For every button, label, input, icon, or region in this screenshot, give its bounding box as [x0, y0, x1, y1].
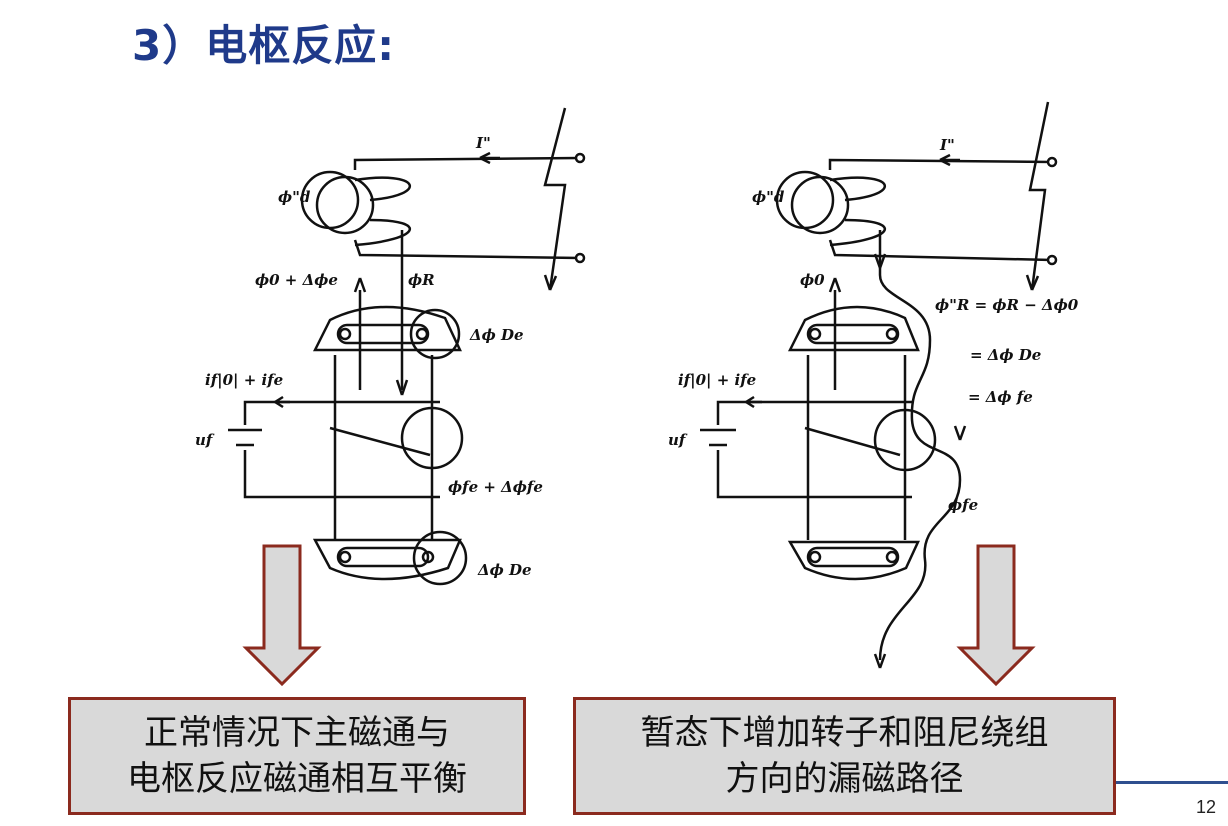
coil-loop-upper: [354, 176, 412, 202]
leakage-flux-path: [878, 230, 962, 661]
page-number: 12: [1195, 797, 1216, 817]
coil-loop-lower: [354, 218, 412, 247]
right-eq2: = Δϕ De: [970, 346, 1041, 364]
wire-bottom: [353, 239, 581, 260]
right-phi-d-label: ϕ"d: [752, 188, 785, 206]
footer-rule: [1116, 781, 1228, 784]
left-diagram: [228, 107, 586, 586]
caption-left-line-2: 电枢反应磁通相互平衡: [127, 759, 467, 799]
damper-flux-circle-upper: [409, 308, 461, 360]
left-delta-phiD-lower: Δϕ De: [477, 561, 532, 579]
right-diagram: [700, 101, 1058, 669]
field-wire-bottom: [243, 450, 440, 499]
rotor-body: [333, 355, 434, 540]
slide-title: 3）电枢反应:: [132, 21, 396, 70]
short-circuit-symbol-right: [1028, 101, 1050, 291]
field-flux-circle: [400, 406, 464, 470]
stator-winding-circle-2: [315, 175, 375, 235]
right-eq3: = Δϕ fe: [968, 388, 1033, 406]
right-phi0-label: ϕ0: [800, 271, 825, 289]
left-if-label: if|0| + ife: [205, 371, 283, 389]
caption-left-line-1: 正常情况下主磁通与: [144, 713, 450, 753]
field-wire-top: [243, 400, 440, 425]
caption-left: 正常情况下主磁通与 电枢反应磁通相互平衡: [68, 697, 526, 815]
damper-bar-upper: [336, 323, 430, 345]
caption-right: 暂态下增加转子和阻尼绕组 方向的漏磁路径: [573, 697, 1116, 815]
caption-right-line-2: 方向的漏磁路径: [725, 759, 964, 799]
terminal-bottom: [574, 252, 586, 264]
right-eq1: ϕ"R = ϕR − Δϕ0: [935, 296, 1079, 314]
left-phi0-plus-label: ϕ0 + Δϕe: [255, 271, 338, 289]
short-circuit-symbol: [543, 107, 567, 291]
terminal-top: [574, 152, 586, 164]
down-arrow-left: [242, 544, 322, 687]
damper-bar-lower: [336, 546, 430, 568]
down-arrow-right: [956, 544, 1036, 687]
caption-right-line-1: 暂态下增加转子和阻尼绕组: [640, 713, 1049, 753]
field-link: [329, 426, 431, 457]
damper-flux-circle-lower: [412, 530, 468, 586]
right-if-label: if|0| + ife: [678, 371, 756, 389]
wire-top: [353, 156, 581, 170]
right-uf-label: uf: [668, 431, 688, 449]
left-delta-phiD-upper: Δϕ De: [469, 326, 524, 344]
rotor-pole-lower: [312, 538, 462, 581]
short-arrow: [543, 274, 558, 291]
left-phiR-label: ϕR: [408, 271, 435, 289]
rotor-pole-upper: [312, 305, 462, 352]
left-uf-label: uf: [195, 431, 215, 449]
left-phi-d-label: ϕ"d: [278, 188, 311, 206]
left-phif-label: ϕfe + Δϕfe: [448, 478, 543, 496]
left-current-label: I": [475, 134, 491, 152]
right-current-label: I": [939, 136, 955, 154]
right-phif-label: ϕfe: [948, 496, 978, 514]
